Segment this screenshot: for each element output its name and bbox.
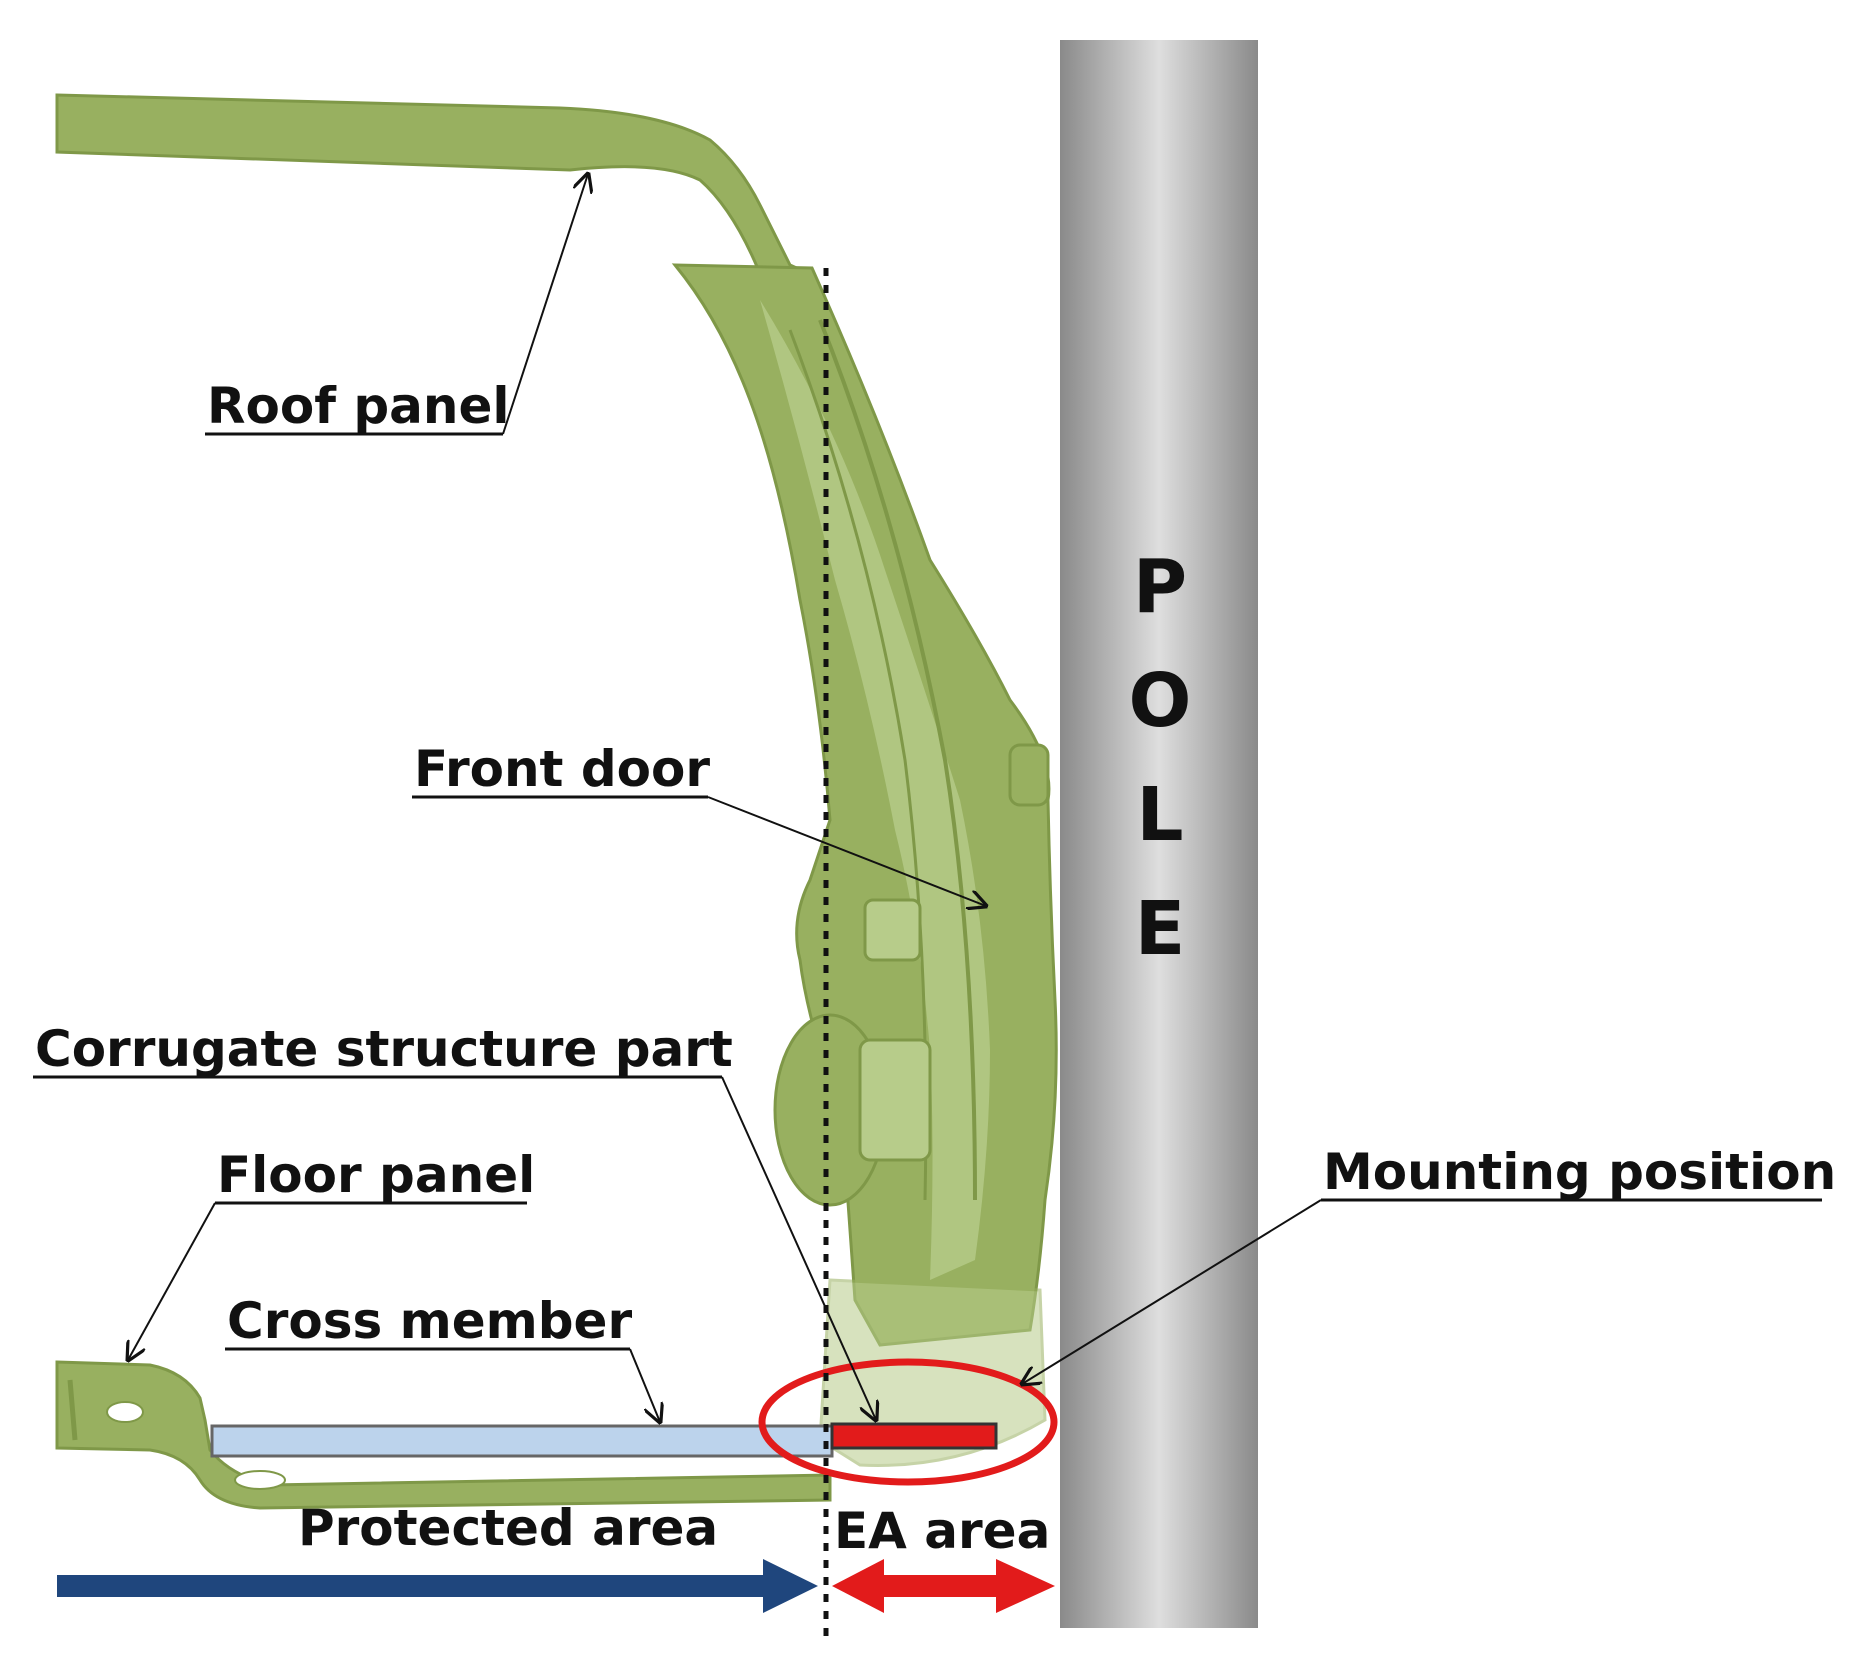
leader-mounting-position — [1022, 1199, 1322, 1384]
label-floor-panel: Floor panel — [217, 1146, 535, 1204]
label-corrugate-structure: Corrugate structure part — [35, 1020, 733, 1078]
front-door-inner — [760, 300, 990, 1280]
cross-member-bar — [210, 1424, 834, 1458]
door-hinge — [1008, 743, 1050, 807]
leader-roof-panel — [502, 174, 588, 435]
pole-letter-o: O — [1129, 658, 1192, 744]
floor-panel-rib — [67, 1379, 78, 1441]
pole-letter-l: L — [1136, 772, 1183, 858]
floor-panel-hole — [106, 1401, 144, 1423]
floor-panel-hole — [234, 1470, 286, 1490]
label-protected-area: Protected area — [298, 1499, 718, 1557]
mounting-position-circle — [758, 1358, 1058, 1486]
pole-cylinder — [1060, 40, 1258, 1628]
door-detail — [863, 898, 922, 962]
leader-floor-panel — [128, 1202, 216, 1360]
protected-area-arrow — [57, 1559, 818, 1613]
label-cross-member: Cross member — [227, 1292, 632, 1350]
door-beam-line — [818, 319, 977, 1201]
pole-letter-e: E — [1135, 886, 1186, 972]
corrugate-structure-bar — [830, 1422, 998, 1450]
label-front-door: Front door — [414, 740, 710, 798]
label-roof-panel: Roof panel — [207, 377, 510, 435]
ea-area-double-arrow — [832, 1559, 1055, 1613]
label-ea-area: EA area — [834, 1502, 1050, 1560]
leader-cross-member — [629, 1348, 660, 1422]
pole-letter-p: P — [1133, 544, 1187, 630]
leader-corrugate-structure — [721, 1076, 876, 1420]
label-mounting-position: Mounting position — [1323, 1143, 1836, 1201]
door-detail — [858, 1038, 932, 1162]
pole: P O L E — [1060, 40, 1258, 1628]
leader-front-door — [707, 796, 986, 906]
